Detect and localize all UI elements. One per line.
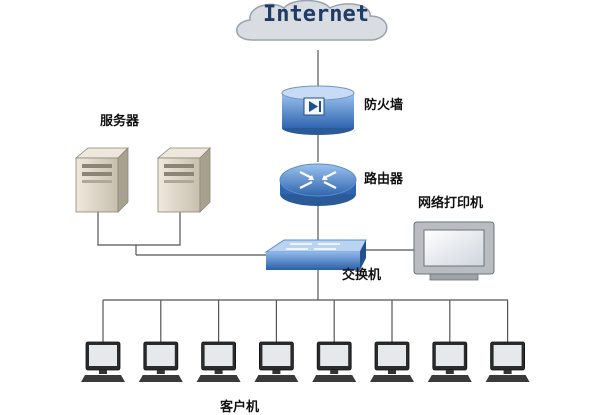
firewall-icon xyxy=(281,85,355,135)
router-icon xyxy=(279,163,357,206)
cloud-icon: Internet xyxy=(236,0,388,41)
client-computer-icon xyxy=(254,341,299,382)
firewall-label: 防火墙 xyxy=(364,98,404,113)
router-label: 路由器 xyxy=(364,172,404,187)
printer-label: 网络打印机 xyxy=(418,196,484,211)
servers-label: 服务器 xyxy=(100,114,140,129)
client-computer-icon xyxy=(196,341,241,382)
cloud-label: Internet xyxy=(263,2,369,27)
client-drop-lines xyxy=(102,300,509,342)
switch-label: 交换机 xyxy=(342,268,382,283)
server-icon xyxy=(74,147,129,213)
connection-lines xyxy=(97,50,508,301)
client-computers xyxy=(81,341,530,382)
client-computer-icon xyxy=(370,341,414,382)
printer-icon xyxy=(413,221,495,281)
server-icon xyxy=(156,147,211,213)
client-computer-icon xyxy=(138,341,183,382)
client-computer-icon xyxy=(427,341,472,382)
client-computer-icon xyxy=(312,341,357,382)
client-computer-icon xyxy=(81,341,125,382)
client-computer-icon xyxy=(485,341,530,382)
clients-label: 客户机 xyxy=(220,400,260,415)
switch-icon xyxy=(264,239,367,270)
